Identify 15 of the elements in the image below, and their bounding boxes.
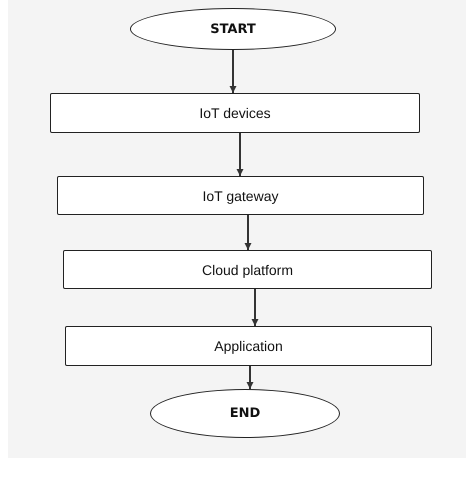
node-label: IoT devices — [199, 105, 271, 121]
process-box — [50, 93, 420, 133]
arrow — [236, 133, 244, 176]
node-label: IoT gateway — [202, 188, 278, 204]
node-label: START — [210, 22, 256, 36]
node-label: Cloud platform — [202, 262, 294, 278]
arrow — [244, 215, 252, 250]
arrow — [230, 50, 236, 93]
node-label: Application — [214, 338, 283, 354]
process-box — [63, 250, 432, 289]
process-box — [57, 176, 424, 215]
arrow — [252, 289, 258, 326]
arrow — [246, 366, 254, 389]
process-box — [65, 326, 432, 366]
node-label: END — [230, 406, 260, 421]
